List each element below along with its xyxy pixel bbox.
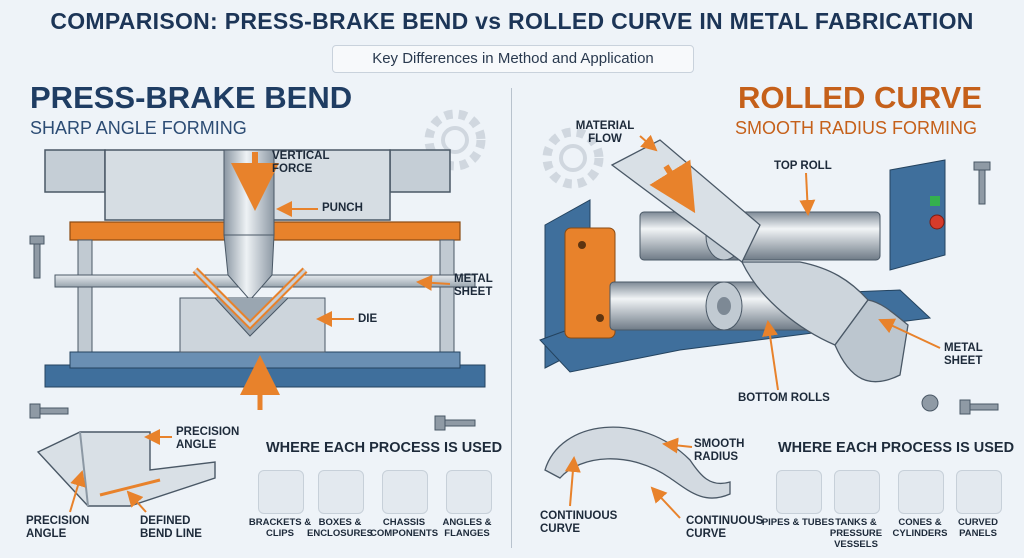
tank-icon [834,470,880,514]
label-precision-angle-bottom: PRECISION ANGLE [26,515,90,540]
label-continuous-curve-left: CONTINUOUS CURVE [540,510,618,535]
top-roll-pointer [799,172,816,216]
press-brake-machine [44,149,486,388]
box-icon [318,470,364,514]
use-label-boxes: BOXES & ENCLOSURES [307,517,373,539]
label-precision-angle-top: PRECISION ANGLE [176,426,240,451]
bracket-icon [258,470,304,514]
bent-metal-sheet [192,267,308,330]
top-roll [639,211,881,261]
left-heading: PRESS-BRAKE BEND [30,80,353,115]
label-material-flow: MATERIAL FLOW [575,120,635,145]
pipe-icon [776,470,822,514]
label-punch: PUNCH [322,202,363,214]
label-die: DIE [358,313,378,325]
use-label-pipes: PIPES & TUBES [761,517,835,528]
page-title: COMPARISON: PRESS-BRAKE BEND vs ROLLED C… [50,8,974,34]
label-metal-sheet-right: METAL SHEET [944,342,983,367]
label-defined-bend-line: DEFINED BEND LINE [140,515,202,540]
bottom-rolls-pointer [762,320,779,391]
left-uses-title: WHERE EACH PROCESS IS USED [266,440,503,456]
section-divider [511,88,512,548]
bolt-icon [29,235,476,431]
use-label-cones: CONES & CYLINDERS [892,517,948,539]
label-vertical-force: VERTICAL FORCE [272,150,330,175]
gear-decoration-right [542,127,604,189]
label-continuous-curve-right: CONTINUOUS CURVE [686,515,764,540]
use-label-brackets: BRACKETS & CLIPS [248,517,312,539]
metal-sheet-pointer-right [878,318,941,349]
label-metal-sheet-left: METAL SHEET [454,273,493,298]
gear-decoration-left [424,109,486,171]
angle-icon [446,470,492,514]
label-bottom-rolls: BOTTOM ROLLS [738,392,830,404]
use-label-angles: ANGLES & FLANGES [442,517,492,539]
chassis-icon [382,470,428,514]
metal-sheet-pointer [416,274,451,291]
use-label-tanks: TANKS & PRESSURE VESSELS [829,517,883,550]
use-label-panels: CURVED PANELS [958,517,998,539]
bolt-icon [921,161,999,415]
curved-sheet [544,426,731,519]
label-smooth-radius: SMOOTH RADIUS [694,438,745,463]
z-bent-sheet [36,429,216,513]
bend-line-marker [99,478,161,497]
label-top-roll: TOP ROLL [774,160,832,172]
left-subheading: SHARP ANGLE FORMING [30,118,247,138]
curved-panel-icon [956,470,1002,514]
cone-icon [898,470,944,514]
punch [223,149,275,301]
page-subtitle: Key Differences in Method and Applicatio… [332,45,694,73]
right-heading: ROLLED CURVE [738,80,983,115]
right-subheading: SMOOTH RADIUS FORMING [735,118,977,138]
right-uses-title: WHERE EACH PROCESS IS USED [778,440,1015,456]
material-flow-arrow [649,159,696,214]
bottom-rolls [609,281,811,331]
use-label-chassis: CHASSIS COMPONENTS [369,517,439,539]
